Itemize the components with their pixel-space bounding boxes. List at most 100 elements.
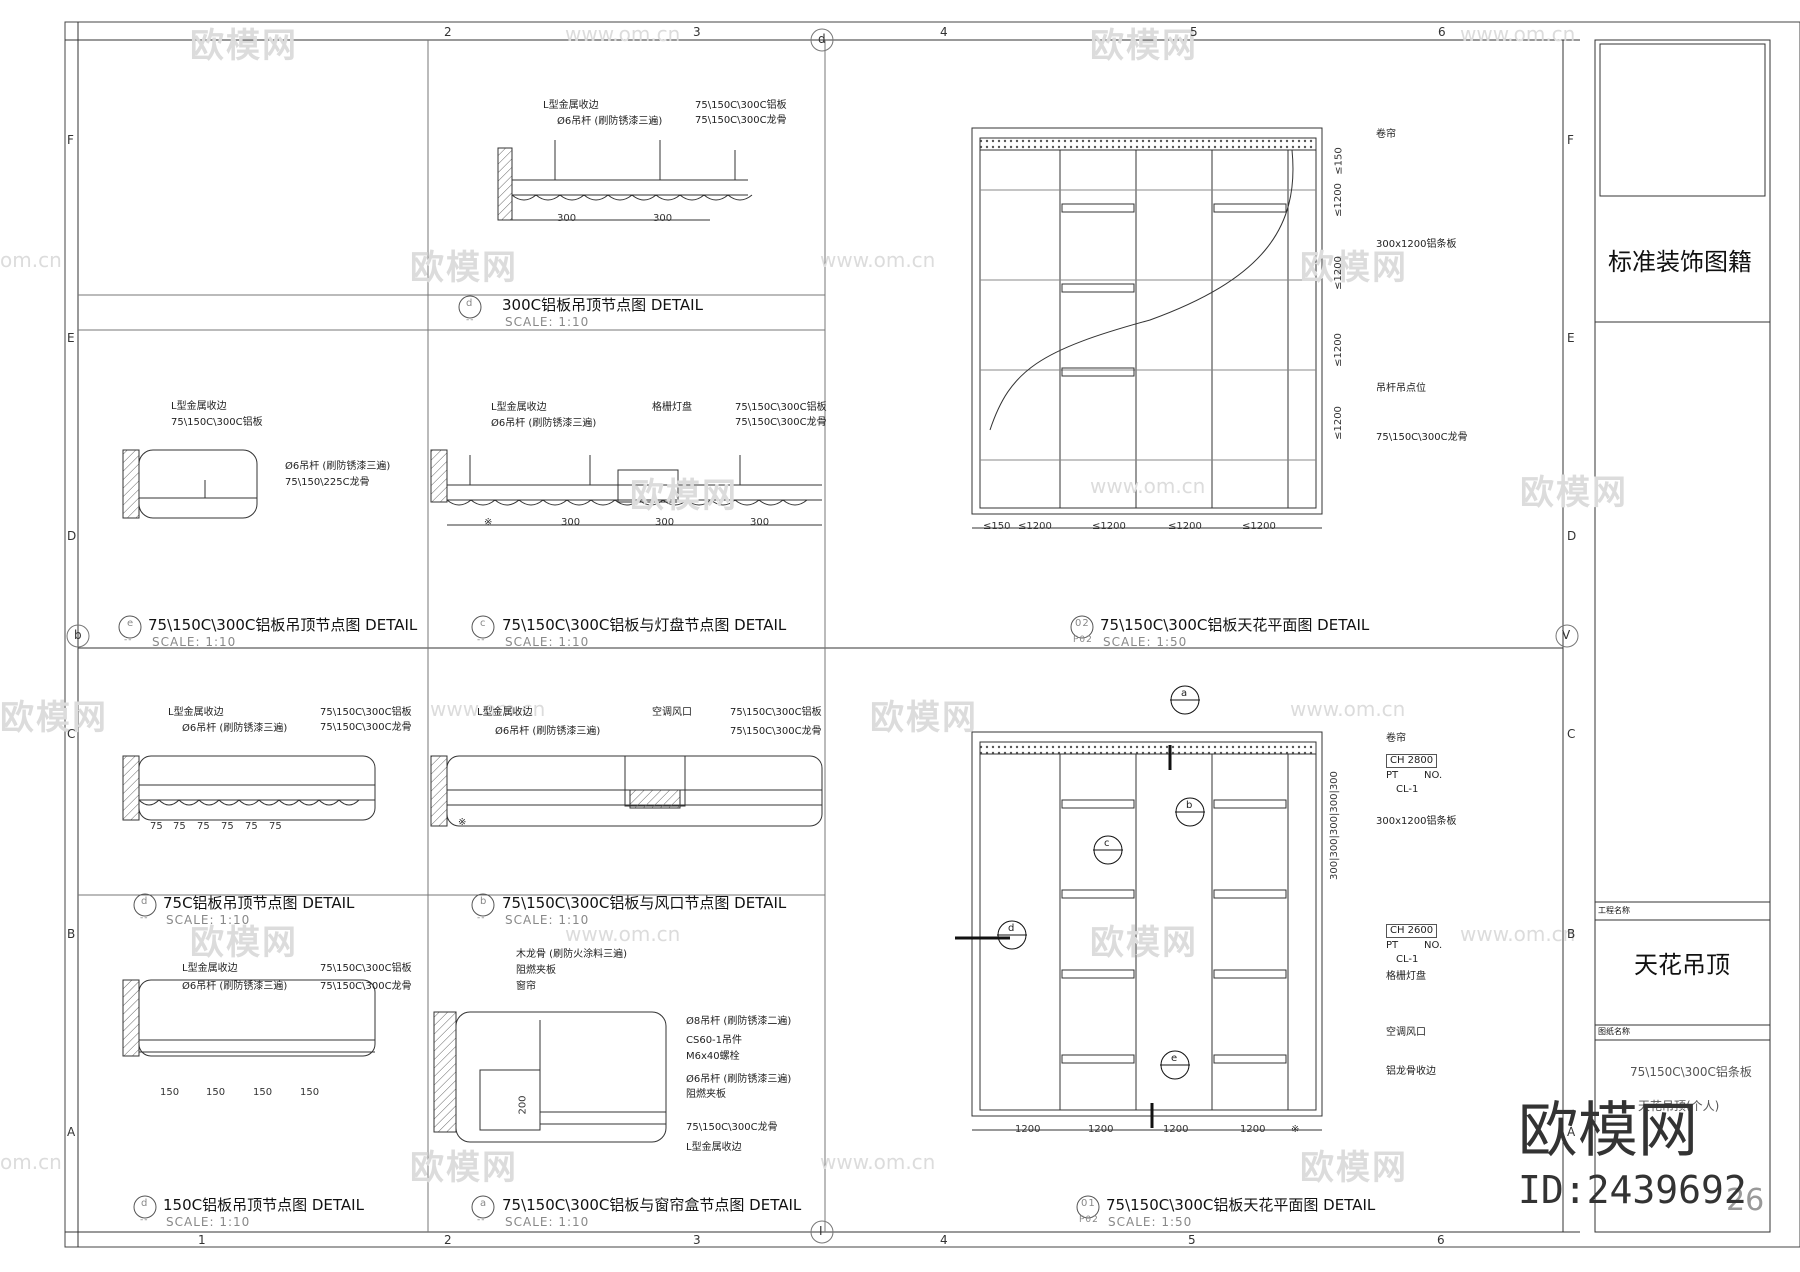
grid-col-label: 5: [1190, 25, 1198, 39]
dimension: 300: [653, 213, 673, 224]
annotation: 吊杆吊点位: [1376, 383, 1426, 394]
detail-tag: b: [480, 896, 488, 907]
annotation: CS60-1吊件: [686, 1035, 743, 1046]
grid-col-label: 1: [198, 1233, 206, 1247]
annotation: 阻燃夹板: [516, 965, 556, 976]
sheet-number: 26: [1726, 1183, 1765, 1218]
grid-row-label: C: [67, 727, 76, 741]
grid-marker: b: [74, 628, 82, 642]
grid-row-label: D: [67, 529, 77, 543]
detail-scale: SCALE: 1:10: [166, 1215, 251, 1229]
dimension: 150: [160, 1087, 180, 1098]
annotation: Ø6吊杆 (刷防锈漆三遍): [285, 461, 391, 472]
annotation: 75\150C\300C铝板: [320, 707, 412, 718]
annotation: Ø8吊杆 (刷防锈漆二遍): [686, 1016, 792, 1027]
grid-col-label: 4: [940, 1233, 948, 1247]
grid-marker: V: [1562, 628, 1571, 642]
watermark-url-short: om.cn: [0, 1150, 62, 1174]
annotation: 空调风口: [652, 707, 692, 718]
drawing-set-title: 标准装饰图籍: [1608, 248, 1752, 276]
annotation: Ø6吊杆 (刷防锈漆三遍): [495, 726, 601, 737]
watermark-brand: 欧模网: [1090, 923, 1198, 963]
watermark-url: www.om.cn: [430, 697, 546, 721]
annotation: 75\150C\300C龙骨: [320, 722, 412, 733]
detail-title: 75C铝板吊顶节点图 DETAIL: [163, 894, 355, 912]
dimension: 1200: [1015, 1124, 1041, 1135]
section-marker-label: c: [1104, 838, 1110, 849]
annotation: 300x1200铝条板: [1376, 239, 1457, 250]
dimension-vertical: ≤1200: [1332, 406, 1344, 440]
dimension: ≤150: [983, 521, 1011, 532]
detail-tag: d: [466, 298, 474, 309]
annotation: 格栅灯盘: [1386, 971, 1426, 982]
dimension-vertical: ≤1200: [1332, 256, 1344, 290]
annotation: M6x40螺栓: [686, 1051, 740, 1062]
detail-e-drawing: [122, 449, 258, 519]
dimension: 1200: [1163, 1124, 1189, 1135]
detail-c-drawing: [430, 449, 822, 526]
watermark-url: www.om.cn: [820, 1150, 936, 1174]
ceiling-tag-cl: CL-1: [1396, 784, 1419, 795]
grid-col-label: 2: [444, 1233, 452, 1247]
annotation: 铝龙骨收边: [1386, 1066, 1436, 1077]
detail-scale: SCALE: 1:10: [152, 635, 237, 649]
annotation: L型金属收边: [543, 100, 599, 111]
dimension: 1200: [1240, 1124, 1266, 1135]
title-block-frame: [1594, 39, 1771, 1233]
grid-col-label: 5: [1188, 1233, 1196, 1247]
annotation: L型金属收边: [686, 1142, 742, 1153]
dimension: 75: [245, 821, 258, 832]
watermark-brand: 欧模网: [190, 923, 298, 963]
watermark-url: www.om.cn: [565, 922, 681, 946]
dimension: ≤1200: [1242, 521, 1276, 532]
dimension-vertical: ≤1200: [1332, 333, 1344, 367]
grid-col-label: 6: [1438, 25, 1446, 39]
grid-col-label: 4: [940, 25, 948, 39]
detail-title: 75\150C\300C铝板与窗帘盒节点图 DETAIL: [502, 1196, 802, 1214]
dimension: 150: [206, 1087, 226, 1098]
annotation: 格栅灯盘: [652, 402, 692, 413]
grid-row-label: D: [1567, 529, 1577, 543]
annotation: 75\150\225C龙骨: [285, 477, 370, 488]
annotation: 75\150C\300C龙骨: [1376, 432, 1468, 443]
dimension: ≤1200: [1092, 521, 1126, 532]
detail-sheet: --: [140, 913, 149, 923]
dimension: ※: [1291, 1124, 1300, 1135]
annotation: 卷帘: [1386, 733, 1406, 744]
detail-title: 75\150C\300C铝板与风口节点图 DETAIL: [502, 894, 787, 912]
detail-scale: SCALE: 1:10: [505, 913, 590, 927]
detail-sheet: --: [477, 913, 486, 923]
plan-01-drawing: [971, 731, 1323, 1131]
watermark-url: www.om.cn: [1460, 922, 1576, 946]
annotation: 75\150C\300C龙骨: [320, 981, 412, 992]
section-marker-label: e: [1171, 1053, 1178, 1064]
grid-col-label: 6: [1437, 1233, 1445, 1247]
brand-logo-text: 欧模网: [1518, 1096, 1698, 1166]
detail-tag: c: [480, 618, 487, 629]
grid-row-label: B: [67, 927, 76, 941]
detail-tag: e: [127, 618, 135, 629]
annotation: Ø6吊杆 (刷防锈漆三遍): [182, 981, 288, 992]
detail-scale: SCALE: 1:50: [1103, 635, 1188, 649]
outer-frame: [64, 21, 1800, 1248]
title-block-small-label: 图纸名称: [1598, 1027, 1630, 1036]
watermark-brand: 欧模网: [1090, 26, 1198, 66]
annotation: 阻燃夹板: [686, 1089, 726, 1100]
detail-sheet: --: [477, 1215, 486, 1225]
watermark-url: www.om.cn: [820, 248, 936, 272]
ceiling-tag-pt: PT: [1386, 770, 1399, 781]
dimension-vertical: ≤1200: [1332, 183, 1344, 217]
drawing-sub-name: 天花吊顶(个人): [1638, 1099, 1720, 1113]
dimension: ※: [458, 817, 467, 828]
grid-row-label: F: [67, 133, 74, 147]
detail-scale: SCALE: 1:10: [166, 913, 251, 927]
ceiling-tag-no: NO.: [1424, 770, 1443, 781]
annotation: 卷帘: [1376, 129, 1396, 140]
dimension: 300: [750, 517, 770, 528]
detail-tag: a: [480, 1198, 488, 1209]
watermark-url: www.om.cn: [1460, 22, 1576, 46]
grid-marker: d: [818, 32, 826, 46]
annotation: 75\150C\300C铝板: [735, 402, 827, 413]
section-marker-label: a: [1181, 688, 1188, 699]
